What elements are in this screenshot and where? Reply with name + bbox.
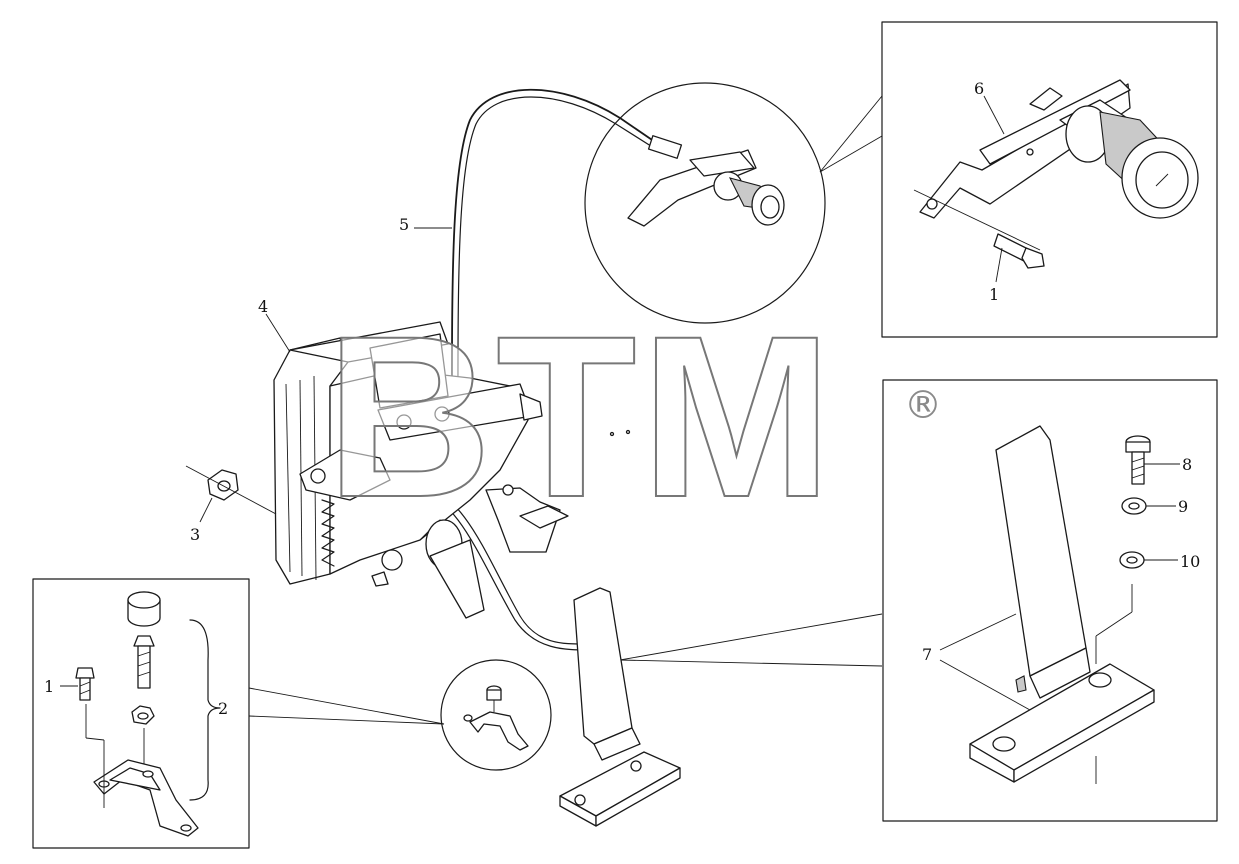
callout-4-housing: 4	[258, 297, 268, 316]
callout-6-bracket: 6	[974, 79, 984, 98]
pedal-detail	[969, 425, 1155, 784]
nut-3	[185, 465, 277, 523]
detail-circle-cable-end	[584, 82, 826, 324]
callout-9-washer: 9	[1178, 497, 1188, 516]
accelerator-pedal	[559, 587, 681, 827]
detail-box-bottom-left	[32, 578, 250, 849]
detail-box-bottom-right	[882, 379, 1218, 822]
bolt-1-left	[60, 667, 105, 808]
callout-5-cable: 5	[399, 215, 409, 234]
bolt-1-top	[913, 189, 1045, 283]
callout-1-bolt-top: 1	[989, 285, 999, 304]
washer-10	[1119, 551, 1178, 569]
callout-8-screw: 8	[1182, 455, 1192, 474]
callout-1-bolt-left: 1	[44, 677, 54, 696]
detail-box-top-right	[881, 21, 1218, 338]
cable-end-bracket	[627, 135, 785, 227]
washer-9	[1121, 497, 1176, 515]
callout-2-bracket: 2	[218, 699, 228, 718]
detail-circle-bracket	[440, 659, 552, 771]
screw-8	[1125, 435, 1180, 485]
throttle-bracket-detail	[919, 79, 1199, 219]
callout-10-washer: 10	[1180, 552, 1200, 571]
mini-bracket	[463, 685, 529, 751]
watermark-registered-mark: ®	[904, 383, 942, 427]
leader-7	[939, 613, 1031, 711]
bracket-detail	[93, 591, 221, 837]
label-leaders	[265, 95, 1005, 353]
pedal-mechanism	[273, 321, 631, 619]
watermark-logo: BTM	[326, 288, 836, 545]
callout-3-nut: 3	[190, 525, 200, 544]
detail-connector-lines	[248, 95, 883, 725]
callout-7-pedal: 7	[922, 645, 932, 664]
